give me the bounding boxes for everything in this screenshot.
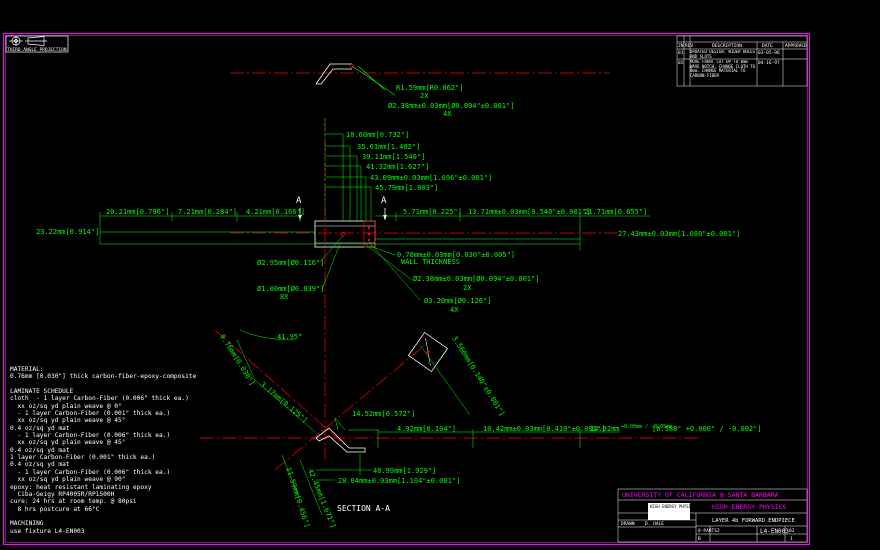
section-marker-left: A [296, 196, 302, 206]
rev-header-zn: ZN [678, 43, 684, 49]
dim-3560: 3.560mm[0.140"±0.001"] [450, 335, 506, 418]
dim-2804: 28.04mm±0.03mm[1.104"±0.001"] [338, 477, 460, 485]
dim-721: 7.21mm[0.284"] [178, 208, 237, 216]
dim-421: 4.21mm[0.166"] [246, 208, 305, 216]
angle-4195: 41.95° [277, 333, 302, 341]
dim-4579: 45.79mm[1.803"] [375, 184, 438, 192]
title-group: HIGH ENERGY PHYSICS [712, 503, 786, 511]
note-line: xx oz/sq yd plain weave @ 45° [10, 417, 126, 425]
note-line: xx oz/sq yd plain weave @ 90° [10, 476, 126, 484]
dim-1860: 18.60mm[0.732"] [346, 131, 409, 139]
dim-1042: 10.42mm±0.03mm[0.410"±0.001"] [483, 425, 605, 433]
note-line: - 1 layer Carbon-Fiber (0.006" thick ea.… [10, 432, 171, 440]
dim-wall-thickness: WALL THICKNESS [401, 258, 460, 266]
uc-seal-text: HIGH ENERGY PHYSICS [650, 504, 696, 509]
section-centerline-diag [214, 329, 346, 446]
dim-4899: 48.99mm[1.929"] [373, 467, 436, 475]
rev-row-1-rev: 01 [678, 50, 684, 56]
dim-4309: 43.09mm±0.03mm[1.696"±0.001"] [370, 174, 492, 182]
dim-076: 0.76mm±0.03mm[0.030"±0.005"] [397, 251, 515, 259]
dim-1452: 14.52mm[0.572"] [352, 410, 415, 418]
note-line: MACHINING [10, 520, 44, 528]
dim-d238-top-qty: 4X [443, 110, 452, 118]
note-line: 0.4 oz/sq yd mat [10, 424, 70, 432]
title-size: B [698, 536, 701, 542]
dim-1159: 11.59mm[0.456"] [284, 466, 311, 529]
dim-3911: 39.11mm[1.540"] [362, 153, 425, 161]
dim-2743: 27.43mm±0.03mm[1.080"±0.001"] [618, 230, 740, 238]
note-line: 0.4 oz/sq yd mat [10, 446, 70, 454]
dim-d100-qty: 8X [280, 293, 289, 301]
note-line: xx oz/sq yd plain weave @ 45° [10, 439, 126, 447]
rev-header-description: DESCRIPTION [712, 43, 742, 49]
dim-1492-tol: +0.00mm / -0.05mm [621, 424, 672, 430]
dim-r159-qty: 2X [420, 92, 429, 100]
material-notes: MATERIAL:0.76mm [0.030"] thick carbon-fi… [10, 366, 196, 535]
rev-row-1-date: 03-05-96 [758, 50, 780, 56]
rev-row-2-date: 04-16-97 [758, 60, 780, 66]
note-line: - 1 layer Carbon-Fiber (0.006" thick ea.… [10, 468, 171, 476]
dim-1492: 14.92mm [590, 425, 620, 433]
note-line: 1 layer Carbon-Fiber (0.001" thick ea.) [10, 454, 156, 462]
rev-header-approved: APPROVED [785, 43, 807, 49]
dim-d320: Ø3.20mm[Ø0.126"] [424, 297, 491, 305]
dim-1492-in: [0.588" +0.000" / -0.002"] [652, 425, 762, 433]
rotated-detail-block [407, 331, 449, 373]
dim-d238-mid: Ø2.38mm±0.03mm[Ø0.094"±0.001"] [413, 275, 539, 283]
title-part: LAYER 4b FORWARD ENDPIECE [712, 518, 795, 524]
note-line: cure: 24 hrs at room temp. @ 80psi [10, 498, 137, 506]
dim-d238-top: Ø2.38mm±0.03mm[Ø0.094"±0.001"] [388, 102, 514, 110]
dim-317: 3.17mm[0.125"] [259, 380, 309, 424]
note-line [10, 381, 196, 388]
rev-row-2-rev: 02 [678, 60, 684, 66]
rev-header-rev: REV [685, 43, 693, 49]
dim-3561: 35.61mm[1.402"] [357, 143, 420, 151]
dim-2021: 20.21mm[0.796"] [106, 208, 169, 216]
dim-4132: 41.32mm[1.627"] [366, 163, 429, 171]
revision-table [676, 35, 808, 87]
dim-2171: 21.71mm[0.855"] [584, 208, 647, 216]
note-line: epoxy: heat resistant laminating epoxy [10, 483, 152, 491]
projection-label: THIRD ANGLE PROJECTION [7, 47, 67, 53]
dim-492: 4.92mm[0.194"] [397, 425, 456, 433]
dim-4245: 42.45mm[1.671"] [306, 468, 337, 530]
title-rev: 02 [789, 528, 795, 534]
title-assy: 8-PARTS2 [698, 528, 720, 534]
rev-row-2-description: MOVE FRONT CUT UP TO 0mm WAVE NOTCH. CHA… [690, 60, 756, 78]
dim-d238-mid-qty: 2X [463, 284, 472, 292]
title-drawn-label: DRAWN [621, 521, 635, 527]
note-line: cloth - 1 layer Carbon-Fiber (0.006" thi… [10, 395, 189, 403]
dim-571: 5.71mm[0.225"] [403, 208, 462, 216]
note-line: Ciba-Geigy RP4005R/RP1500H [10, 490, 115, 498]
note-line: 8 hrs postcure at 66°C [10, 505, 100, 513]
dim-r159: R1.59mm[R0.062"] [396, 84, 463, 92]
dim-d100: Ø1.00mm[Ø0.039"] [257, 285, 324, 293]
sheet-border [3, 33, 810, 545]
dim-1371: 13.71mm±0.03mm[0.540"±0.001"] [468, 208, 590, 216]
note-line: 0.76mm [0.030"] thick carbon-fiber-epoxy… [10, 373, 197, 381]
note-line: MATERIAL: [10, 366, 44, 373]
note-line: xx oz/sq yd plain weave @ 0° [10, 402, 122, 410]
inner-border [5, 35, 808, 543]
title-sheet: 1 [790, 536, 793, 542]
dim-d320-qty: 4X [450, 306, 459, 314]
third-angle-projection-symbol [5, 35, 69, 53]
note-line [10, 513, 196, 520]
note-line: use fixture L4-EN003 [10, 527, 85, 535]
note-line: LAMINATE SCHEDULE [10, 388, 74, 396]
section-label: SECTION A-A [337, 504, 390, 513]
dim-d295: Ø2.95mm[Ø0.116"] [257, 259, 324, 267]
section-profile [315, 427, 366, 453]
title-drawn-by: D. HALE [645, 521, 664, 527]
section-marker-right: A [381, 196, 387, 206]
title-dwg-no: L4-EN003 [760, 528, 789, 535]
rev-header-date: DATE [762, 43, 773, 49]
top-profile-outline [315, 63, 352, 85]
rev-row-1-description: UPDATED DESIGN, WIDER HOLES AND SLOTS [690, 50, 756, 59]
note-line: 0.4 oz/sq yd mat [10, 461, 70, 469]
title-university: UNIVERSITY OF CALIFORNIA @ SANTA BARBARA [622, 491, 779, 499]
dim-2322: 23.22mm[0.914"] [36, 228, 99, 236]
note-line: - 1 layer Carbon-Fiber (0.001" thick ea.… [10, 410, 171, 418]
